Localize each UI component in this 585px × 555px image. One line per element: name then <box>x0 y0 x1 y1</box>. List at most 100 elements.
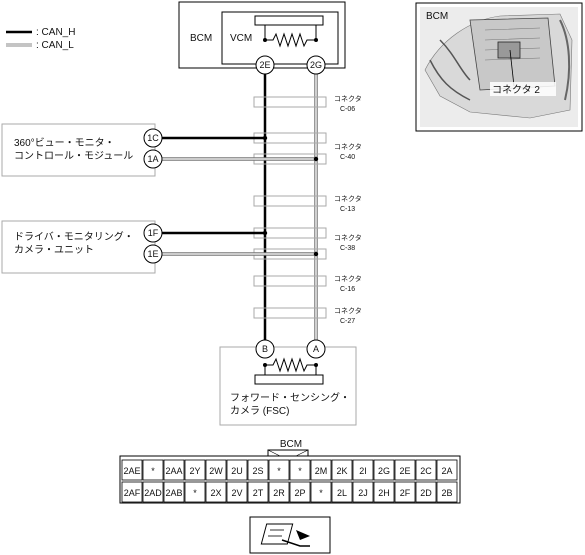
pinout-cell <box>310 459 332 481</box>
connector-c13-id: C-13 <box>340 206 355 213</box>
legend: : CAN_H : CAN_L <box>6 27 75 51</box>
bcm-pin-2g-label: 2G <box>310 60 322 70</box>
pinout-cell <box>142 481 164 503</box>
pinout-cell <box>394 481 416 503</box>
can-bus <box>263 74 318 340</box>
fsc-terminator-bar <box>254 374 324 385</box>
pinout-cell-label: 2E <box>399 466 410 476</box>
monitor-pin-1a <box>143 149 163 169</box>
fsc-pin-b <box>255 339 275 359</box>
pinout-cell-label: * <box>298 466 302 476</box>
pinout-cell <box>310 481 332 503</box>
pinout-cell-label: 2R <box>273 488 285 498</box>
harness-side-connector-icon <box>249 516 331 554</box>
fsc-box <box>219 346 357 426</box>
pinout-cell <box>352 459 374 481</box>
monitor-pin-1c <box>143 128 163 148</box>
pinout-cell-label: 2S <box>252 466 263 476</box>
pinout-cell-label: 2T <box>253 488 264 498</box>
pinout-cell-label: 2AB <box>165 488 182 498</box>
pinout-cell <box>352 481 374 503</box>
connector-c16: コネクタ C-16 <box>253 274 362 293</box>
can-h-legend-label: : CAN_H <box>36 27 75 38</box>
connector-c06-title: コネクタ <box>334 94 362 103</box>
pinout-cell <box>436 481 458 503</box>
pinout-cell-label: 2A <box>441 466 452 476</box>
fsc-pin-a <box>306 339 326 359</box>
pinout-cell-label: * <box>193 488 197 498</box>
monitor-pin-1c-label: 1C <box>147 133 159 143</box>
fsc-line1: フォワード・センシング・ <box>230 391 350 404</box>
pinout-cell <box>226 481 248 503</box>
connector-c06-id: C-06 <box>340 106 355 113</box>
connector-c16-id: C-16 <box>340 286 355 293</box>
pinout-cell <box>121 481 143 503</box>
pinout-cell-label: 2U <box>231 466 243 476</box>
bcm-label: BCM <box>190 33 212 44</box>
monitor-pin-1a-label: 1A <box>147 154 158 164</box>
fsc-unit: B A フォワード・センシング・ カメラ (FSC) <box>219 339 357 426</box>
pinout-cell-label: 2Y <box>189 466 200 476</box>
pinout-cell <box>268 481 290 503</box>
can-l-legend-label: : CAN_L <box>36 40 74 51</box>
monitor-module-line1: 360°ビュー・モニタ・ <box>14 137 115 149</box>
pinout-cell <box>163 481 185 503</box>
connector-c40-id: C-40 <box>340 154 355 161</box>
pinout-cell <box>415 481 437 503</box>
pinout-cell <box>289 459 311 481</box>
connector-c27-title: コネクタ <box>334 306 362 315</box>
photo-connector-2 <box>497 41 521 59</box>
pinout-cell <box>268 459 290 481</box>
callout-line <box>509 49 515 87</box>
pinout-cell-label: 2V <box>231 488 242 498</box>
pinout-cell <box>184 481 206 503</box>
fsc-pin-a-label: A <box>313 344 319 354</box>
connector-c13: コネクタ C-13 <box>253 194 362 213</box>
pinout-cell-label: 2G <box>378 466 390 476</box>
monitor-module-box <box>1 123 156 177</box>
pinout-cell <box>331 481 353 503</box>
driver-camera-line1: ドライバ・モニタリング・ <box>14 230 134 243</box>
connector-c38-id: C-38 <box>340 245 355 252</box>
pinout-cell-label: * <box>277 466 281 476</box>
pinout-cell-label: 2AD <box>144 488 162 498</box>
bcm-pin-2e: 2E <box>255 55 275 75</box>
pinout-cell <box>142 459 164 481</box>
bcm-pin-2g: 2G <box>306 55 326 75</box>
pinout-cell-label: * <box>319 488 323 498</box>
vcm-label: VCM <box>230 33 252 44</box>
connector-c38-title: コネクタ <box>334 233 362 242</box>
connector-c27: コネクタ C-27 <box>253 306 362 325</box>
pinout-cell <box>163 459 185 481</box>
pinout-cell-label: 2AA <box>165 466 182 476</box>
driver-camera-pin-1f <box>143 223 163 243</box>
pinout-cell <box>394 459 416 481</box>
connector-c40-title: コネクタ <box>334 142 362 151</box>
pinout-cell <box>205 481 227 503</box>
pinout-cell <box>436 459 458 481</box>
connector-c06: コネクタ C-06 <box>253 94 362 113</box>
pinout-cell-label: 2W <box>209 466 223 476</box>
pinout-cell-label: * <box>151 466 155 476</box>
pinout-cell-label: 2H <box>378 488 390 498</box>
pinout-cell <box>184 459 206 481</box>
bcm-pin-2e-label: 2E <box>259 60 270 70</box>
driver-camera-box <box>1 220 156 274</box>
pinout-cell-label: 2X <box>210 488 221 498</box>
pinout-cell <box>331 459 353 481</box>
pinout-cell-label: 2AE <box>123 466 140 476</box>
pinout-cell-label: 2K <box>336 466 347 476</box>
pinout-cell <box>205 459 227 481</box>
photo-bcm-label: BCM <box>426 11 448 22</box>
driver-camera-pin-1f-label: 1F <box>148 228 159 238</box>
driver-camera-line2: カメラ・ユニット <box>14 244 94 256</box>
pinout-cell-label: 2I <box>359 466 367 476</box>
driver-camera-unit: ドライバ・モニタリング・ カメラ・ユニット 1F 1E <box>1 220 319 274</box>
driver-camera-pin-1e <box>143 244 163 264</box>
connector-c27-id: C-27 <box>340 318 355 325</box>
fsc-resistor <box>265 357 316 373</box>
bcm-photo-inset: BCM コネクタ 2 <box>415 2 583 132</box>
